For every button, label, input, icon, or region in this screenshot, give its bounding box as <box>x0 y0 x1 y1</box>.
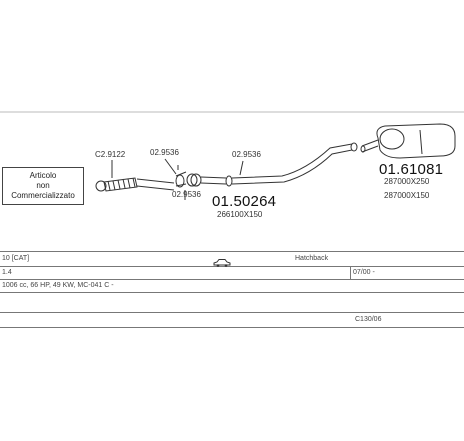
info-row2-left: 1.4 <box>2 269 12 276</box>
part-code-clamp-top: 02.9536 <box>150 148 179 157</box>
info-engine: 1006 cc, 66 HP, 49 KW, MC-041 C - <box>2 282 114 289</box>
info-catalog-code: C130/06 <box>355 316 382 323</box>
table-line-6 <box>0 327 464 328</box>
table-divider <box>350 266 351 279</box>
note-line-2: non <box>36 181 50 190</box>
front-pipe <box>95 177 175 192</box>
front-pipe-dim: 266100X150 <box>217 210 263 219</box>
table-line-2 <box>0 266 464 267</box>
rear-silencer <box>360 123 456 159</box>
leader-lines <box>111 158 244 200</box>
front-pipe-code: 01.50264 <box>212 193 277 210</box>
info-date: 07/00 - <box>353 269 375 276</box>
car-icon <box>213 254 231 272</box>
table-line-3 <box>0 279 464 280</box>
info-body-type: Hatchback <box>295 255 329 262</box>
rear-silencer-dim-1: 287000X250 <box>384 177 430 186</box>
info-row1-left: 10 [CAT] <box>2 255 30 262</box>
rear-silencer-dim-2: 287000X150 <box>384 191 430 200</box>
part-code-clamp-middle: 02.9536 <box>232 150 261 159</box>
rear-silencer-code: 01.61081 <box>379 161 444 178</box>
note-line-3: Commercializzato <box>11 191 75 200</box>
table-line-1 <box>0 251 464 252</box>
clamp-1 <box>175 165 202 196</box>
not-sold-note: Articolo non Commercializzato <box>2 167 84 205</box>
table-line-4 <box>0 292 464 293</box>
part-code-gasket: C2.9122 <box>95 150 126 159</box>
exhaust-drawing <box>0 111 464 200</box>
table-line-5 <box>0 312 464 313</box>
middle-pipe <box>200 142 358 187</box>
exhaust-diagram: Articolo non Commercializzato C2.9122 02… <box>0 111 464 219</box>
note-line-1: Articolo <box>29 171 57 180</box>
part-code-clamp-bottom: 02.9536 <box>172 190 201 199</box>
